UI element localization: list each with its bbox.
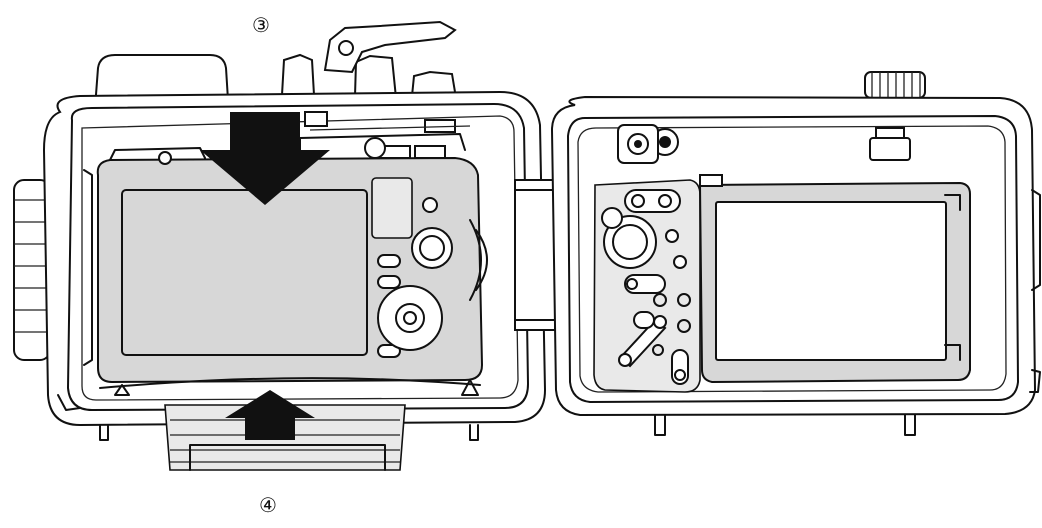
housing-back-door (550, 71, 1041, 436)
step-label-3: ③ (252, 13, 270, 37)
step-label-4: ④ (259, 493, 277, 517)
arrow-down-insert (200, 112, 330, 205)
camera-lcd-screen (121, 189, 368, 356)
camera (83, 111, 488, 396)
arrow-up-insert (225, 390, 315, 440)
